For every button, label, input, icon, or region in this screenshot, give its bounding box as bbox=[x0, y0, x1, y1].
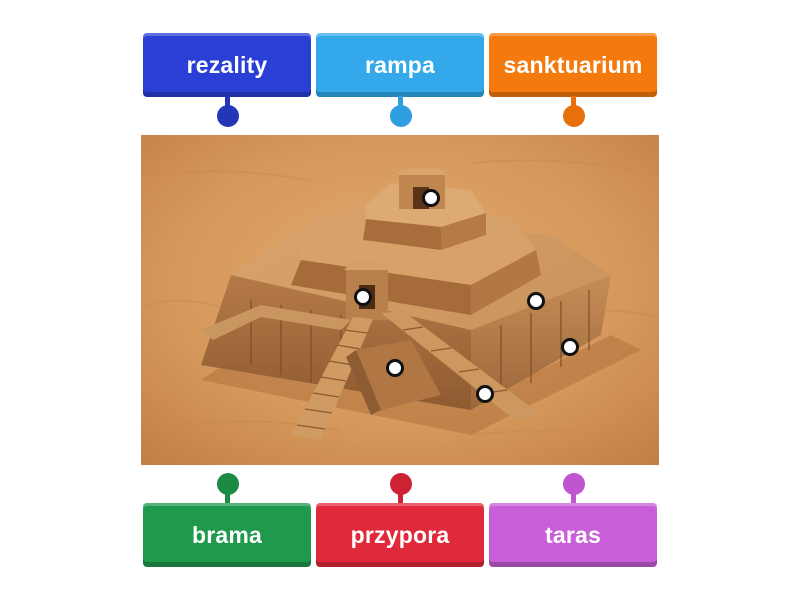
label-tile-brama[interactable]: brama bbox=[143, 503, 311, 567]
label-tile-przypora[interactable]: przypora bbox=[316, 503, 484, 567]
label-text: rezality bbox=[186, 51, 268, 78]
label-tile-sanktuarium[interactable]: sanktuarium bbox=[489, 33, 657, 97]
label-text: sanktuarium bbox=[503, 51, 643, 78]
hotspot-ramp-right[interactable] bbox=[476, 385, 494, 403]
connector-pin[interactable] bbox=[390, 473, 412, 495]
connector-stem bbox=[398, 96, 403, 110]
hotspot-ramp-front[interactable] bbox=[386, 359, 404, 377]
connector-stem bbox=[571, 96, 576, 110]
label-tile-rampa[interactable]: rampa bbox=[316, 33, 484, 97]
hotspot-gate[interactable] bbox=[354, 288, 372, 306]
hotspot-sanctuary[interactable] bbox=[422, 189, 440, 207]
hotspot-buttress[interactable] bbox=[561, 338, 579, 356]
connector-stem bbox=[571, 491, 576, 505]
hotspot-terrace[interactable] bbox=[527, 292, 545, 310]
connector-pin[interactable] bbox=[390, 105, 412, 127]
label-tile-taras[interactable]: taras bbox=[489, 503, 657, 567]
connector-pin[interactable] bbox=[563, 105, 585, 127]
label-text: rampa bbox=[364, 51, 436, 78]
ziggurat-illustration bbox=[141, 135, 659, 465]
connector-stem bbox=[225, 96, 230, 110]
connector-stem bbox=[225, 491, 230, 505]
label-text: brama bbox=[191, 521, 263, 548]
connector-pin[interactable] bbox=[217, 105, 239, 127]
label-tile-rezality[interactable]: rezality bbox=[143, 33, 311, 97]
ziggurat-image bbox=[141, 135, 659, 465]
connector-pin[interactable] bbox=[217, 473, 239, 495]
label-text: taras bbox=[545, 521, 601, 548]
connector-pin[interactable] bbox=[563, 473, 585, 495]
connector-stem bbox=[398, 491, 403, 505]
label-text: przypora bbox=[350, 521, 450, 548]
